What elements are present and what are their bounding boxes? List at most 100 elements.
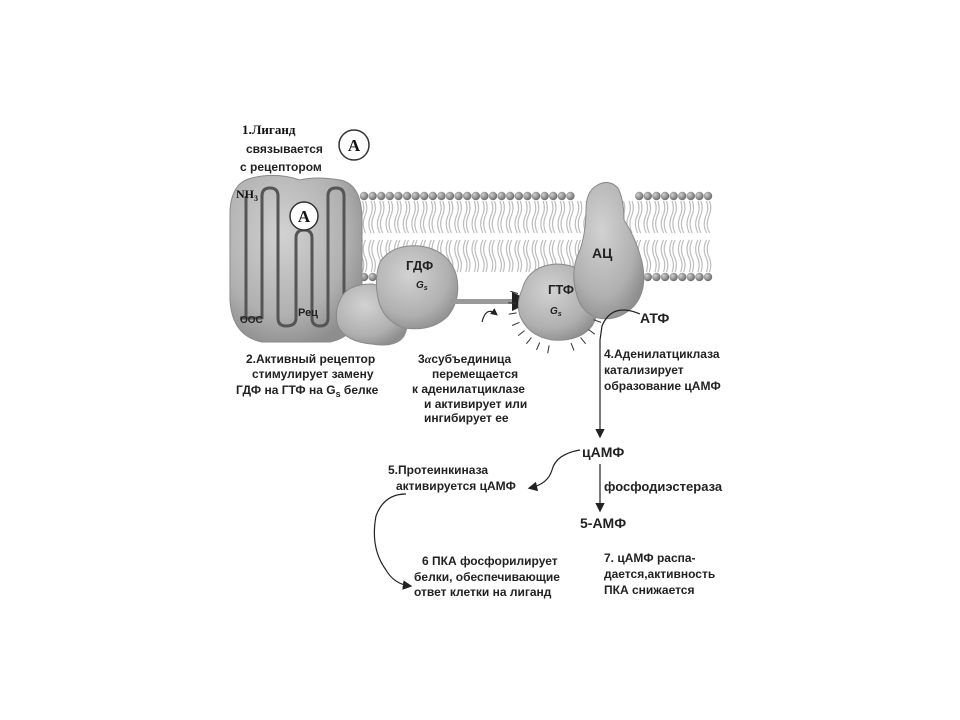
lipid-tail bbox=[540, 200, 548, 234]
gtp-label: ГТФ bbox=[548, 282, 574, 297]
curl-arrow bbox=[481, 308, 498, 323]
lipid-head bbox=[437, 191, 446, 201]
lipid-tail bbox=[677, 239, 686, 273]
lipid-head bbox=[402, 191, 412, 201]
activation-ray bbox=[588, 329, 596, 335]
ligand-free-label: A bbox=[348, 136, 361, 155]
lipid-tail bbox=[703, 239, 712, 273]
lipid-head bbox=[660, 272, 670, 282]
atp-curve bbox=[599, 309, 641, 341]
step-4-line-1: 4.Аденилатциклаза bbox=[604, 347, 720, 361]
lipid-head bbox=[643, 272, 652, 282]
lipid-tail bbox=[462, 239, 471, 273]
lipid-head bbox=[652, 272, 661, 282]
activation-ray bbox=[570, 342, 575, 351]
amp5-label: 5-АМФ bbox=[580, 515, 626, 531]
lipid-head bbox=[368, 191, 377, 201]
step-5-line-1: 5.Протеинкиназа bbox=[388, 463, 488, 477]
gs-label-2: Gs bbox=[550, 306, 562, 318]
step-7-line-3: ПКА снижается bbox=[604, 583, 695, 597]
arrow-pka-to-proteins bbox=[373, 493, 413, 590]
lipid-head bbox=[557, 191, 566, 201]
activation-ray bbox=[510, 290, 519, 295]
lipid-head bbox=[540, 191, 549, 201]
activation-ray bbox=[536, 342, 541, 351]
ligand-bound-label: A bbox=[298, 207, 311, 226]
activation-ray bbox=[508, 312, 517, 315]
lipid-tail bbox=[454, 200, 462, 234]
lipid-head bbox=[480, 191, 489, 201]
lipid-tail bbox=[695, 239, 703, 273]
gs-label-1: Gs bbox=[416, 280, 428, 292]
lipid-head bbox=[359, 191, 369, 201]
lipid-tail bbox=[368, 200, 376, 234]
lipid-head bbox=[488, 191, 498, 201]
lipid-tail bbox=[643, 239, 652, 273]
lipid-tail bbox=[669, 200, 677, 234]
lipid-head bbox=[471, 191, 480, 201]
lipid-heads-bottom bbox=[359, 272, 713, 282]
lipid-head bbox=[660, 191, 670, 201]
lipid-tail bbox=[514, 239, 523, 273]
lipid-tail bbox=[497, 200, 505, 234]
lipid-head bbox=[643, 191, 652, 201]
lipid-head bbox=[385, 191, 394, 201]
adenylate-cyclase: АЦ bbox=[573, 182, 645, 320]
lipid-tail bbox=[703, 200, 712, 234]
step-3-text: 3αсубъединица перемещается к аденилатцик… bbox=[412, 352, 527, 425]
gdp-label: ГДФ bbox=[406, 258, 433, 273]
activation-ray bbox=[511, 321, 520, 326]
lipid-tail bbox=[523, 239, 531, 273]
step-3-line-2: перемещается bbox=[432, 367, 518, 381]
activation-rays bbox=[508, 290, 602, 354]
lipid-head bbox=[686, 191, 695, 201]
lipid-tail bbox=[488, 200, 497, 234]
lipid-head bbox=[514, 191, 523, 201]
lipid-head bbox=[454, 191, 463, 201]
lipid-head bbox=[531, 191, 541, 201]
ligand-free: A bbox=[338, 129, 370, 161]
lipid-head bbox=[497, 191, 506, 201]
lipid-tail bbox=[419, 200, 428, 234]
lipid-tail bbox=[677, 200, 686, 234]
lipid-tail bbox=[531, 200, 540, 234]
activation-ray bbox=[508, 302, 517, 304]
lipid-head bbox=[678, 272, 687, 282]
lipid-tail bbox=[368, 239, 376, 273]
lipid-head bbox=[566, 191, 575, 201]
receptor-label: Рец bbox=[298, 307, 318, 319]
lipid-tail bbox=[437, 200, 445, 234]
step-1-line-3: с рецептором bbox=[240, 160, 322, 174]
lipid-tail bbox=[531, 239, 540, 273]
lipid-tail bbox=[428, 200, 437, 234]
ac-label: АЦ bbox=[592, 245, 613, 261]
lipid-tail bbox=[566, 200, 574, 234]
lipid-heads-top bbox=[359, 191, 713, 201]
lipid-head bbox=[635, 191, 644, 201]
lipid-tail bbox=[471, 200, 480, 234]
step-3-line-4: и активирует или bbox=[424, 397, 527, 411]
lipid-tail bbox=[480, 200, 488, 234]
lipid-tail bbox=[652, 200, 660, 234]
activation-ray bbox=[547, 345, 550, 354]
g-protein-gdp: ГДФ Gs bbox=[335, 245, 459, 346]
lipid-tail bbox=[480, 239, 488, 273]
lipid-head bbox=[669, 272, 678, 282]
step-7-line-2: дается,активность bbox=[604, 567, 715, 581]
lipid-tail bbox=[686, 239, 695, 273]
step-3-line-5: ингибирует ее bbox=[424, 411, 509, 425]
lipid-tail bbox=[634, 200, 643, 234]
lipid-tail bbox=[660, 239, 669, 273]
step-1-text: 1.Лиганд связывается с рецептором bbox=[240, 122, 323, 174]
step-2-text: 2.Активный рецептор стимулирует замену Г… bbox=[236, 352, 379, 399]
step-3-line-1: 3αсубъединица bbox=[418, 352, 511, 366]
lipid-head bbox=[695, 272, 704, 282]
lipid-head bbox=[463, 191, 472, 201]
step-5-line-2: активируется цАМФ bbox=[396, 479, 516, 493]
lipid-tail bbox=[402, 200, 411, 234]
step-7-line-1: 7. цАМФ распа- bbox=[604, 551, 696, 565]
step-6-line-3: ответ клетки на лиганд bbox=[414, 585, 552, 599]
lipid-head bbox=[428, 191, 437, 201]
lipid-head bbox=[523, 191, 532, 201]
